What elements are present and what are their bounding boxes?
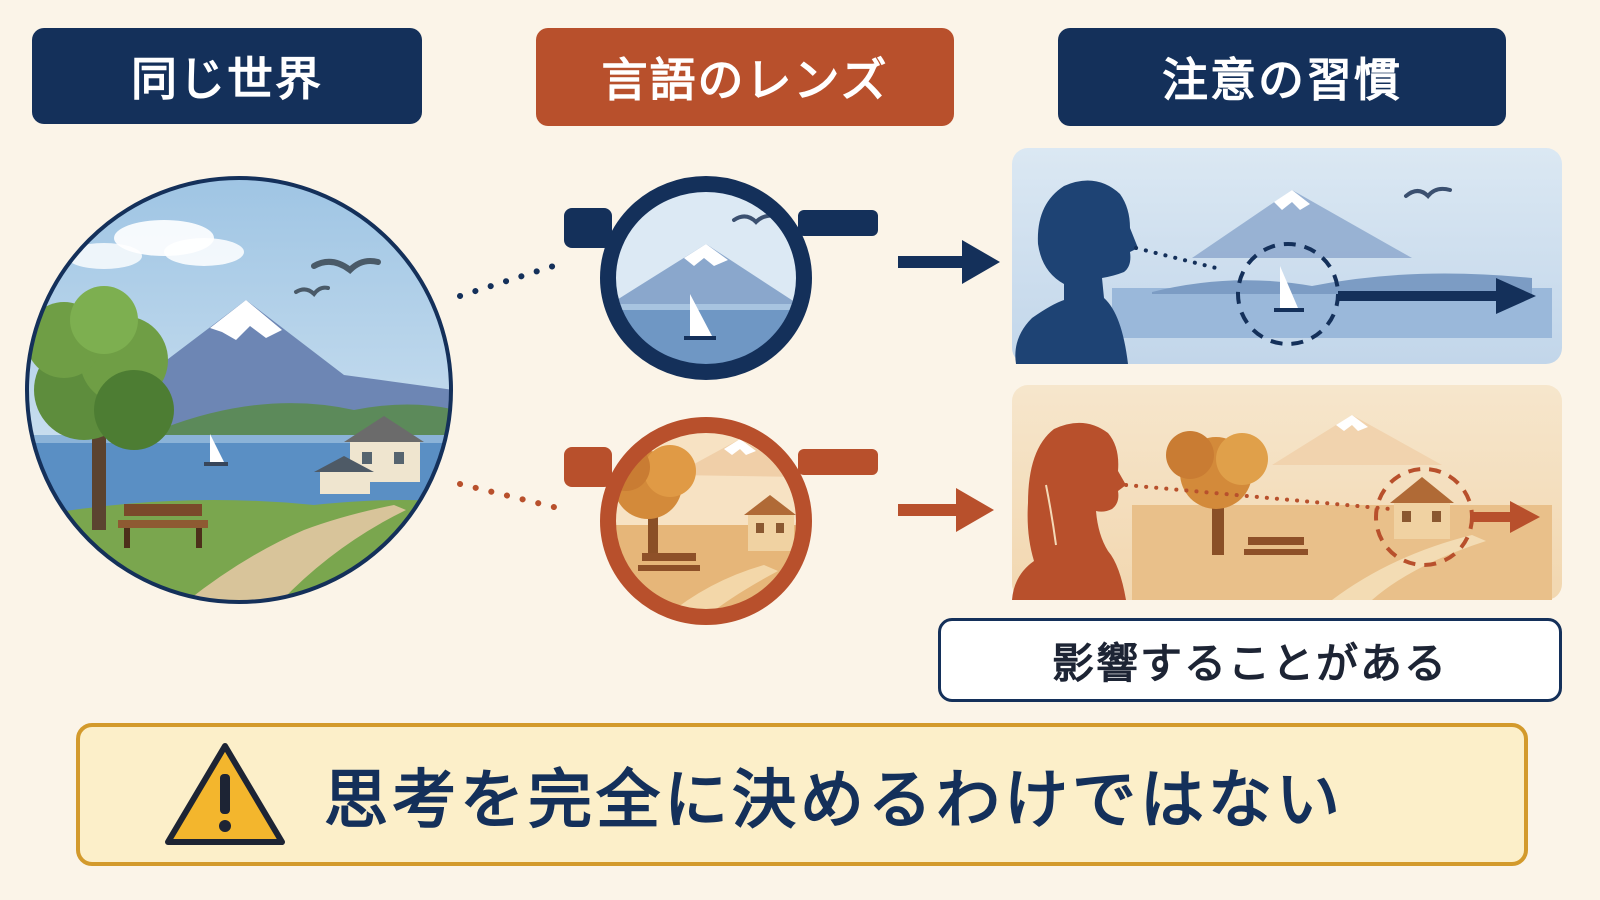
dotted-connector-bottom <box>457 481 569 513</box>
warning-callout: 思考を完全に決めるわけではない <box>76 723 1528 866</box>
warning-triangle-icon <box>165 742 285 845</box>
influence-note: 影響することがある <box>938 618 1562 702</box>
attention-habit-label: 注意の習慣 <box>1058 28 1506 126</box>
blue-attention-scene <box>1012 148 1562 364</box>
warning-text: 思考を完全に決めるわけではない <box>324 763 1344 838</box>
warm-attention-scene <box>1012 385 1562 600</box>
warm-glasses-lens-icon <box>564 417 878 625</box>
dotted-connector-top <box>457 259 569 299</box>
arrow-right-navy-icon <box>898 240 1000 284</box>
same-world-landscape <box>25 176 453 604</box>
language-lens-label: 言語のレンズ <box>536 28 954 126</box>
arrow-right-rust-icon <box>898 488 994 532</box>
same-world-label: 同じ世界 <box>32 28 422 124</box>
blue-glasses-lens-icon <box>564 176 878 380</box>
